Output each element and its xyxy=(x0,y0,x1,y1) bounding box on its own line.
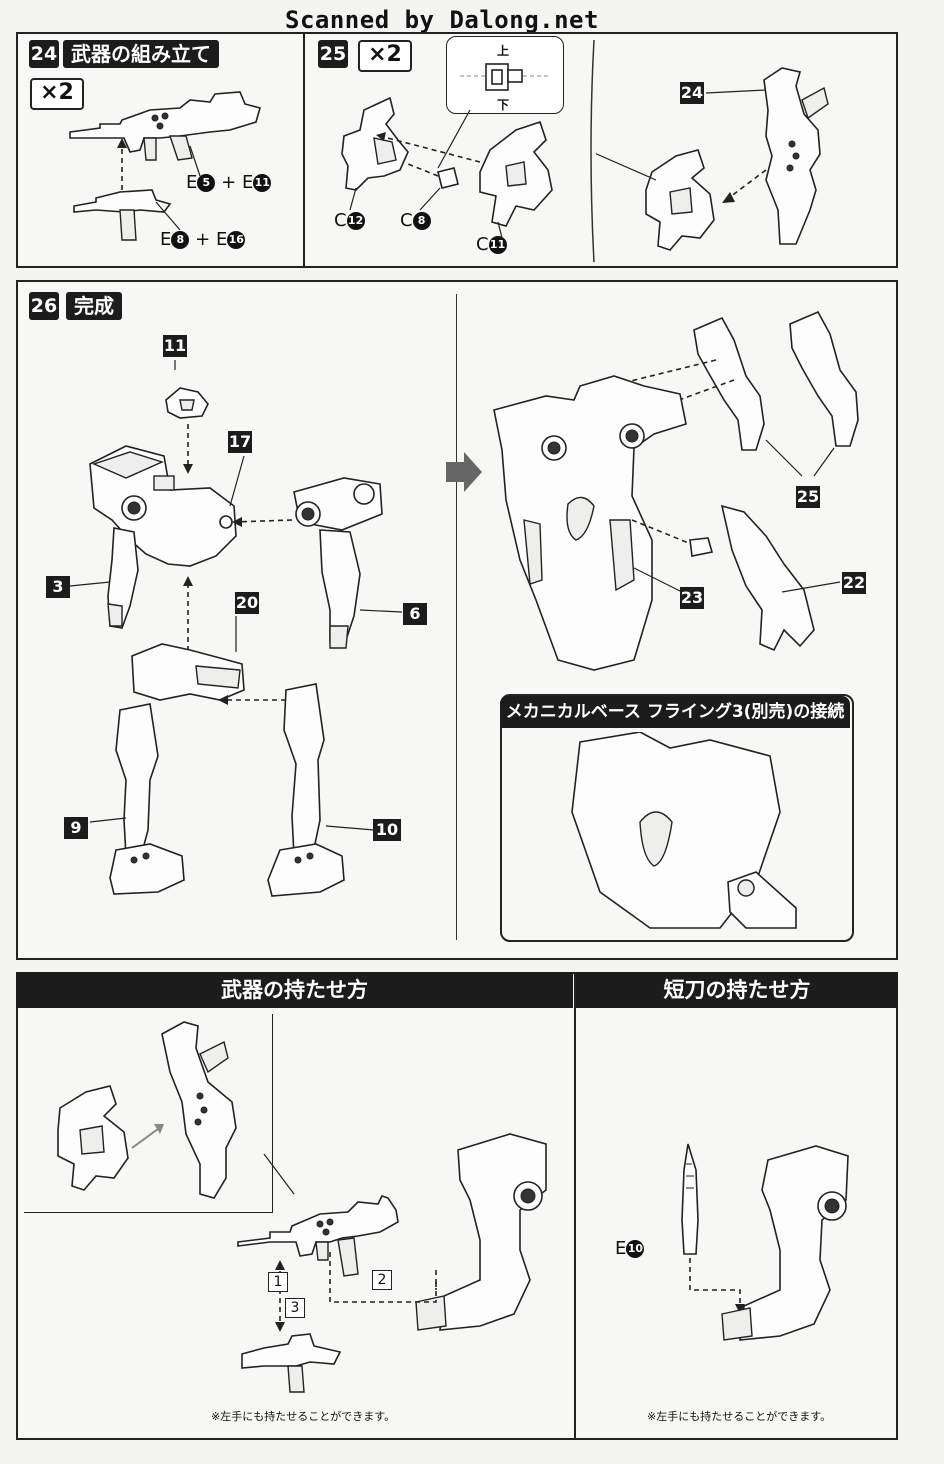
weapon-step-3: 3 xyxy=(285,1298,305,1318)
step-26-number: 26 xyxy=(29,292,59,320)
weapon-step-1: 1 xyxy=(268,1272,288,1292)
callout-10: 10 xyxy=(373,819,401,841)
orientation-peg-icon xyxy=(460,63,550,91)
step-26-exploded-robot-illustration xyxy=(69,360,403,897)
step-divider xyxy=(303,32,305,268)
plus-sign: + xyxy=(221,172,237,193)
plus-sign: + xyxy=(195,229,211,250)
step-26-assembled-robot-illustration xyxy=(493,310,859,671)
step-24-multiplier: ×2 xyxy=(30,78,84,110)
callout-25: 25 xyxy=(796,486,820,508)
step-26-next-arrow xyxy=(446,452,482,492)
part-prefix: C xyxy=(400,210,413,231)
part-prefix: E xyxy=(241,172,254,193)
part-prefix: C xyxy=(334,210,347,231)
part-prefix: E xyxy=(160,229,172,250)
watermark: Scanned by Dalong.net xyxy=(285,6,599,34)
step-25-part-c12: C12 xyxy=(334,210,365,231)
mechanical-base-title: メカニカルベース フライング3(別売)の接続 xyxy=(500,696,850,728)
step-24-title: 武器の組み立て xyxy=(63,40,219,68)
part-num-circle: 8 xyxy=(171,231,190,249)
part-prefix: E xyxy=(615,1238,627,1259)
holding-divider xyxy=(574,972,576,1440)
step-25-part-c11: C11 xyxy=(476,234,507,255)
step-24-rifle-illustration xyxy=(69,91,261,241)
mechanical-base-illustration xyxy=(571,732,797,929)
callout-3: 3 xyxy=(46,576,70,598)
part-num-circle: 16 xyxy=(227,231,246,249)
knife-hold-note: ※左手にも持たせることができます。 xyxy=(647,1410,832,1423)
callout-20: 20 xyxy=(235,592,259,614)
step-25-grip-illustration xyxy=(341,96,553,239)
knife-part-e10: E10 xyxy=(615,1238,645,1259)
knife-hold-banner: 短刀の持たせ方 xyxy=(576,972,898,1008)
grip-attach-inset xyxy=(24,1014,273,1213)
grip-attach-illustration xyxy=(57,1021,237,1199)
weapon-hold-illustration xyxy=(237,1133,547,1393)
part-prefix: E xyxy=(215,229,228,250)
step-25-multiplier: ×2 xyxy=(358,40,412,72)
callout-17: 17 xyxy=(228,431,252,453)
step-25-separator-arc xyxy=(590,40,595,262)
part-num-circle: 8 xyxy=(412,212,431,230)
weapon-hold-note: ※左手にも持たせることができます。 xyxy=(211,1410,396,1423)
step-26-title: 完成 xyxy=(66,292,122,320)
step-26-divider xyxy=(456,294,457,940)
part-prefix: E xyxy=(186,172,198,193)
callout-23: 23 xyxy=(680,587,704,609)
orientation-bottom-label: 下 xyxy=(497,98,510,112)
part-num-circle: 10 xyxy=(626,1240,645,1258)
weapon-hold-banner: 武器の持たせ方 xyxy=(16,972,573,1008)
callout-9: 9 xyxy=(64,817,88,839)
weapon-step-2: 2 xyxy=(372,1270,392,1290)
part-num-circle: 12 xyxy=(346,212,365,230)
holding-frame xyxy=(16,972,898,1440)
callout-6: 6 xyxy=(403,603,427,625)
knife-hold-illustration xyxy=(681,1143,849,1341)
orientation-top-label: 上 xyxy=(497,44,510,58)
step-24-number: 24 xyxy=(29,40,59,68)
callout-11: 11 xyxy=(163,335,187,357)
part-num-circle: 5 xyxy=(197,174,216,192)
part-num-circle: 11 xyxy=(253,174,272,192)
step-25-number: 25 xyxy=(318,40,348,68)
part-prefix: C xyxy=(476,234,489,255)
step-25-callout-24: 24 xyxy=(680,82,704,104)
callout-22: 22 xyxy=(842,572,866,594)
step-25-assembled-grip-illustration xyxy=(596,67,829,251)
part-num-circle: 11 xyxy=(488,236,507,254)
